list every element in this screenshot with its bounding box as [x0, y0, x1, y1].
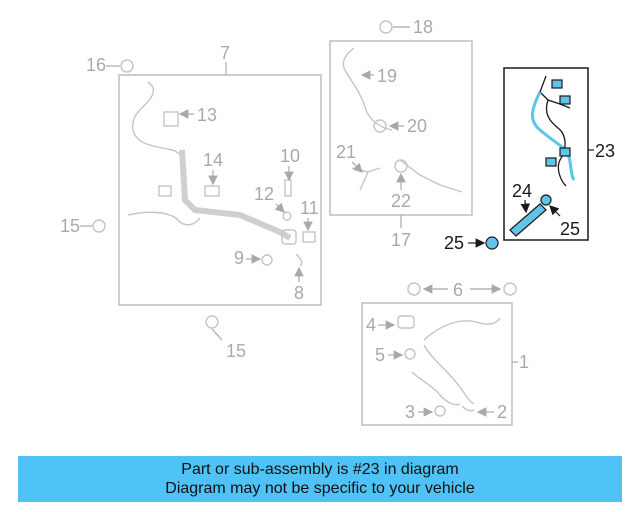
fitting-23c	[545, 157, 557, 167]
callout-23: 23	[595, 141, 615, 161]
fitting-21	[351, 167, 381, 191]
callout-18: 18	[413, 17, 433, 37]
bracket-13	[163, 111, 179, 127]
callout-6: 6	[453, 280, 463, 300]
bracket-14	[204, 185, 220, 197]
clamp-8	[295, 253, 303, 267]
clip-11	[302, 231, 316, 243]
cap-20	[373, 119, 387, 133]
info-banner: Part or sub-assembly is #23 in diagram D…	[18, 456, 622, 502]
clip-18	[379, 20, 393, 34]
callout-22: 22	[391, 191, 411, 211]
connector-4	[397, 315, 415, 329]
assembly-1-box	[361, 302, 513, 426]
callout-7: 7	[220, 43, 230, 63]
callout-25-inner: 25	[560, 219, 580, 239]
banner-line-2: Diagram may not be specific to your vehi…	[165, 480, 475, 497]
leader-15-bottom	[211, 328, 223, 341]
assembly-23-box	[503, 67, 589, 241]
hose-23-main	[531, 91, 576, 181]
callout-12: 12	[254, 184, 274, 204]
cap-22	[394, 159, 408, 173]
callout-25-outer: 25	[444, 233, 464, 253]
hose-23-branch	[545, 99, 567, 187]
callout-3: 3	[405, 402, 415, 422]
callout-20: 20	[407, 116, 427, 136]
valve-part	[281, 229, 297, 245]
fitting-23a	[551, 79, 563, 89]
callout-1: 1	[519, 352, 529, 372]
hose-19	[342, 47, 393, 131]
coolant-hose-upper	[131, 81, 181, 156]
callout-8: 8	[294, 283, 304, 303]
clip-6-left	[407, 282, 421, 296]
callout-24: 24	[512, 181, 532, 201]
callout-5: 5	[375, 345, 385, 365]
fitting-23d	[559, 147, 571, 157]
hose-24	[509, 203, 547, 237]
clip-part	[158, 185, 172, 197]
callout-15-bottom: 15	[226, 341, 246, 361]
clip-15-bottom	[205, 315, 219, 329]
assembly-7-group[interactable]: 7 13 14 10 12 11 9 8	[118, 43, 322, 306]
assembly-7-box	[118, 74, 322, 306]
washer-12	[282, 211, 292, 221]
coolant-hose-lower	[127, 211, 201, 226]
clip-15-left	[92, 219, 106, 233]
assembly-17-group[interactable]: 19 20 21 22	[329, 40, 473, 216]
callout-13: 13	[197, 105, 217, 125]
callout-21: 21	[336, 142, 356, 162]
hose-1-lower	[411, 371, 461, 406]
callout-14: 14	[203, 150, 223, 170]
fitting-23b	[559, 95, 571, 105]
pipe-1-top	[423, 317, 501, 341]
assembly-23-group[interactable]: 24 25	[503, 67, 589, 241]
washer-3	[434, 405, 446, 417]
callout-9: 9	[234, 248, 244, 268]
leader-21	[351, 161, 363, 173]
callout-4: 4	[366, 315, 376, 335]
callout-19: 19	[377, 66, 397, 86]
callout-2: 2	[497, 402, 507, 422]
clamp-25-outer	[485, 236, 499, 250]
clip-6-right	[503, 282, 517, 296]
leader-24	[520, 199, 531, 214]
clip-16	[120, 59, 134, 73]
leader-25-inner	[549, 205, 561, 217]
leader-12	[274, 202, 285, 213]
clamp-25-inner	[540, 194, 552, 206]
callout-15-left: 15	[60, 216, 80, 236]
pipe-22	[399, 159, 463, 193]
pipe-1-mid	[423, 344, 475, 405]
sensor-10	[284, 179, 292, 197]
banner-line-1: Part or sub-assembly is #23 in diagram	[181, 461, 459, 478]
callout-11: 11	[300, 198, 319, 218]
callout-10: 10	[280, 146, 300, 166]
washer-9	[261, 254, 273, 266]
clamp-2	[461, 405, 475, 412]
cap-5	[404, 348, 416, 360]
assembly-1-group[interactable]: 4 5 3 2	[361, 302, 513, 426]
callout-17: 17	[391, 230, 411, 250]
callout-16: 16	[86, 55, 106, 75]
